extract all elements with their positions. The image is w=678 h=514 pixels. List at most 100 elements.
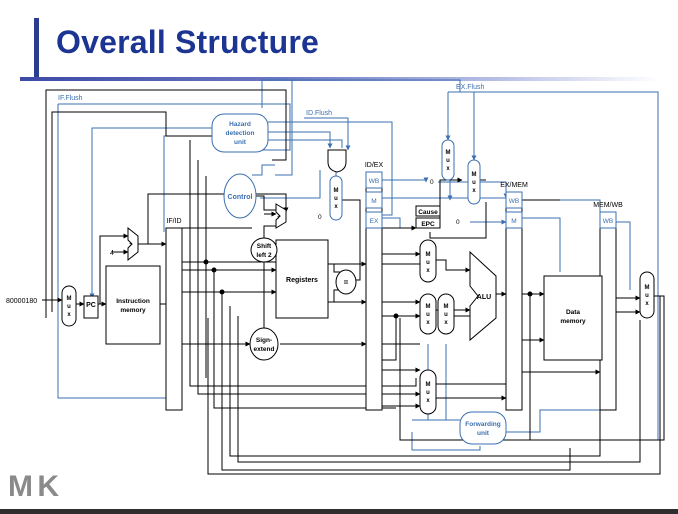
alu — [469, 250, 497, 342]
pc-label: PC — [86, 302, 96, 309]
exmem-m: M — [511, 218, 516, 225]
fwd-label-1: Forwarding — [465, 421, 500, 428]
exc-address: 80000180 — [6, 298, 37, 305]
title-accent-bar — [34, 18, 39, 78]
dmem-label-2: memory — [560, 318, 586, 325]
mux-letter: x — [472, 188, 476, 194]
ifid-label: IF/ID — [166, 218, 181, 225]
mux-letter: x — [444, 320, 448, 326]
pc-adder — [127, 226, 139, 262]
control-wires — [57, 79, 659, 451]
exmem-wb: WB — [509, 198, 519, 205]
mux-letter: M — [67, 296, 72, 302]
instruction-memory — [105, 265, 161, 345]
mux-letter: M — [645, 285, 650, 291]
blocks — [83, 113, 603, 445]
shift-label-2: left 2 — [256, 252, 272, 259]
dmem-label-1: Data — [566, 309, 580, 316]
idex-m: M — [371, 198, 376, 205]
id-flush-label: ID.Flush — [306, 110, 332, 117]
alu-b-mux-2 — [437, 293, 455, 335]
registers-label: Registers — [286, 277, 318, 284]
idex-wb: WB — [369, 178, 379, 185]
logo-text: M K — [8, 470, 59, 503]
fwd-label-2: unit — [477, 430, 490, 437]
mux-letter: x — [426, 398, 430, 404]
bottom-bar — [0, 509, 678, 514]
hazard-label-2: detection — [226, 130, 255, 137]
title-bar: Overall Structure — [0, 0, 678, 84]
flush-or-gate — [327, 149, 347, 173]
mux-letter: u — [472, 180, 476, 186]
alu-b-mux-1 — [419, 293, 437, 335]
data-memory — [543, 275, 603, 361]
equals-label: = — [344, 278, 349, 287]
registers-block — [275, 239, 329, 319]
mux-letter: M — [426, 304, 431, 310]
mux-letter: u — [67, 304, 71, 310]
memwb-label: MEM/WB — [593, 202, 623, 209]
shift-left-2 — [250, 237, 278, 263]
ex-flush-mux — [441, 139, 455, 181]
mux-letter: x — [67, 312, 71, 318]
sign-extend — [249, 327, 279, 361]
equals-comparator — [335, 269, 357, 295]
regdst-mux — [419, 369, 437, 415]
exmem-label: EX/MEM — [500, 182, 528, 189]
mux-letter: x — [645, 301, 649, 307]
epc-register — [415, 217, 441, 229]
pc-mux — [61, 285, 77, 327]
epc-label: EPC — [421, 221, 435, 228]
mux-letter: x — [334, 204, 338, 210]
zero-2: 0 — [430, 179, 434, 186]
pipeline-registers — [165, 171, 617, 411]
alu-label: ALU — [477, 294, 491, 301]
mux-letter: M — [446, 150, 451, 156]
text-labels: IF.Flush ID.Flush EX.Flush Hazard detect… — [6, 84, 623, 437]
mux-letter: M — [472, 172, 477, 178]
mux-letter: M — [426, 382, 431, 388]
hazard-label-1: Hazard — [229, 121, 251, 128]
cause-register — [415, 205, 441, 217]
mux-letter: M — [334, 188, 339, 194]
publisher-logo: M K — [8, 470, 118, 506]
mux-letter: u — [334, 196, 338, 202]
mux-letter: u — [645, 293, 649, 299]
control-unit — [223, 173, 257, 219]
mux-letter: u — [426, 312, 430, 318]
sign-label-1: Sign- — [256, 337, 272, 344]
zero-3: 0 — [456, 219, 460, 226]
mux-letter: u — [444, 312, 448, 318]
mux-letter: u — [426, 390, 430, 396]
ex-flush-label: EX.Flush — [456, 84, 485, 91]
pc-adder-plus: + — [129, 242, 133, 248]
control-label: Control — [228, 194, 253, 201]
mux-letter: x — [446, 166, 450, 172]
idex-label: ID/EX — [365, 162, 384, 169]
mux-letter: u — [426, 260, 430, 266]
memwb-wb: WB — [603, 218, 613, 225]
forwarding-unit — [459, 411, 507, 445]
mux-letter: x — [426, 320, 430, 326]
slide-title: Overall Structure — [56, 24, 320, 60]
control-mux — [329, 175, 343, 221]
mux-letter: u — [446, 158, 450, 164]
wb-mux — [639, 271, 655, 319]
mux-letter: M — [426, 252, 431, 258]
cause-label: Cause — [418, 209, 438, 216]
mux-letter: x — [426, 268, 430, 274]
imem-label-2: memory — [120, 307, 146, 314]
sign-label-2: extend — [254, 346, 275, 353]
const-four: 4 — [110, 250, 114, 257]
imem-label-1: Instruction — [116, 298, 150, 305]
idex-ex: EX — [370, 218, 379, 225]
zero-1: 0 — [318, 214, 322, 221]
hazard-label-3: unit — [234, 139, 247, 146]
if-flush-label: IF.Flush — [58, 95, 83, 102]
title-rule — [20, 77, 660, 81]
mux-letter: M — [444, 304, 449, 310]
alu-a-mux — [419, 239, 437, 283]
ex-flush-mux-2 — [467, 159, 481, 205]
branch-adder — [275, 203, 287, 229]
